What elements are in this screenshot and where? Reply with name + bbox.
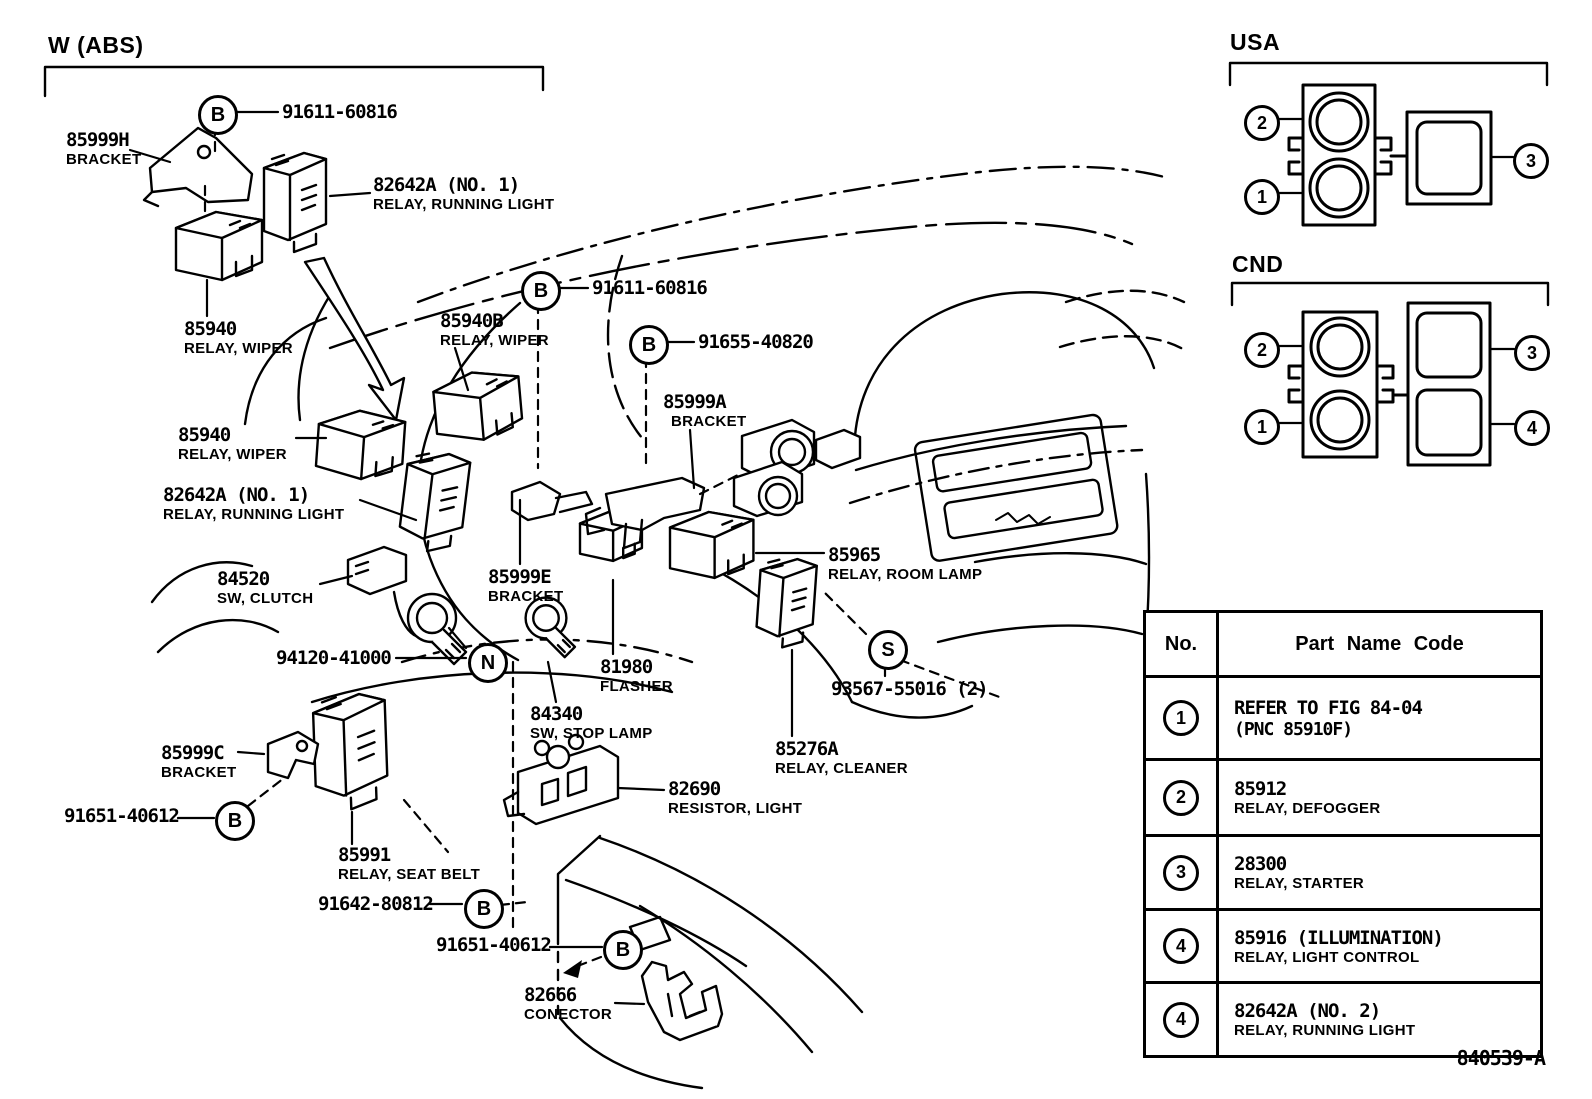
fastener-code-s: 93567-55016 (2) <box>831 678 989 700</box>
col-header-part-name-code: Part Name Code <box>1295 632 1464 655</box>
table-row: 1 REFER TO FIG 84-04(PNC 85910F) <box>1146 675 1540 758</box>
row-part-line2: RELAY, DEFOGGER <box>1234 800 1381 817</box>
fastener-symbol-n: N <box>468 643 508 683</box>
part-name-code-table: No. Part Name Code 1 REFER TO FIG 84-04(… <box>1143 610 1543 1058</box>
usa-pin-2: 2 <box>1244 105 1280 141</box>
row-part-line1: 85916 (ILLUMINATION) <box>1234 926 1444 949</box>
cnd-section-title: CND <box>1232 251 1284 277</box>
usa-connector-art <box>1289 85 1491 225</box>
fastener-code-b2: 91611-60816 <box>592 277 708 299</box>
col-header-no: No. <box>1146 613 1219 675</box>
relay-85276a-shape <box>754 555 819 651</box>
fastener-symbol-b3: B <box>629 325 669 365</box>
dashed-arrowhead <box>563 960 582 978</box>
relay-82642a-top-shape <box>262 151 328 254</box>
relay-85940-mid-shape <box>314 406 407 484</box>
usa-pin-3: 3 <box>1513 143 1549 179</box>
dashboard-outline <box>152 167 1188 1088</box>
knob-switches-shape <box>734 420 860 516</box>
usa-pin-1: 1 <box>1244 179 1280 215</box>
table-row: 4 85916 (ILLUMINATION)RELAY, LIGHT CONTR… <box>1146 908 1540 981</box>
row-number-2: 2 <box>1163 779 1199 816</box>
w-abs-bracket-line <box>45 67 543 96</box>
fastener-code-b5: 91642-80812 <box>318 893 434 915</box>
bracket-85999c-shape <box>268 732 318 778</box>
cnd-pin-1: 1 <box>1244 409 1280 445</box>
fastener-code-n: 94120-41000 <box>276 647 392 669</box>
row-part-line1: 85912 <box>1234 778 1287 800</box>
fastener-symbol-b2: B <box>521 271 561 311</box>
row-number-1: 1 <box>1163 700 1199 736</box>
relay-85991-shape <box>311 691 390 812</box>
bracket-85999e-shape <box>512 482 560 520</box>
connector-82666-shape <box>642 962 722 1040</box>
dashboard-vents <box>914 414 1118 562</box>
fastener-code-b1: 91611-60816 <box>282 101 398 123</box>
relay-85940b-shape <box>430 367 525 445</box>
relay-85965-shape <box>668 510 755 580</box>
bracket-85999h-shape <box>150 128 252 202</box>
bracket-85999a-shape <box>606 478 704 530</box>
relay-85940-top-shape <box>174 210 264 282</box>
fastener-code-b3: 91655-40820 <box>698 331 814 353</box>
row-part-line2: RELAY, RUNNING LIGHT <box>1234 1022 1416 1039</box>
resistor-82690-shape <box>504 735 618 824</box>
fastener-code-b4: 91651-40612 <box>64 805 180 827</box>
drawing-number: 840539-A <box>1456 1046 1546 1070</box>
pointer-arrow <box>305 258 404 420</box>
part-label-82642a-top: 82642A (NO. 1)RELAY, RUNNING LIGHT <box>373 174 555 213</box>
usa-bracket-line <box>1230 63 1547 85</box>
row-number-4b: 4 <box>1163 1001 1199 1038</box>
cnd-pin-2: 2 <box>1244 332 1280 368</box>
row-part-line1: 82642A (NO. 2) <box>1234 1000 1381 1022</box>
row-part-line2: (PNC 85910F) <box>1234 718 1353 740</box>
row-number-3: 3 <box>1163 854 1199 891</box>
fastener-dashed-lines <box>205 126 1002 967</box>
cnd-bracket-line <box>1232 283 1548 305</box>
part-shapes <box>144 128 860 1040</box>
row-part-line2: RELAY, LIGHT CONTROL <box>1234 948 1420 966</box>
fastener-symbol-b4: B <box>215 801 255 841</box>
cnd-pin-4: 4 <box>1514 410 1550 446</box>
row-number-4: 4 <box>1163 928 1199 964</box>
fastener-code-b6: 91651-40612 <box>436 934 552 956</box>
row-part-line2: RELAY, STARTER <box>1234 875 1365 892</box>
usa-section-title: USA <box>1230 29 1281 55</box>
fastener-symbol-b5: B <box>464 889 504 929</box>
region-label: W (ABS) <box>48 32 144 58</box>
table-header-row: No. Part Name Code <box>1146 613 1540 675</box>
fastener-symbol-b6: B <box>603 930 643 970</box>
fastener-symbol-b1: B <box>198 95 238 135</box>
row-part-line1: 28300 <box>1234 853 1287 875</box>
part-label-82642a-mid: 82642A (NO. 1)RELAY, RUNNING LIGHT <box>163 484 345 523</box>
row-part-line1: REFER TO FIG 84-04 <box>1234 696 1423 719</box>
cnd-pin-3: 3 <box>1514 335 1550 371</box>
fastener-symbol-s: S <box>868 630 908 670</box>
relay-82642a-mid-shape <box>396 448 473 557</box>
table-row: 4 82642A (NO. 2)RELAY, RUNNING LIGHT <box>1146 981 1540 1055</box>
leader-lines <box>130 112 1514 1004</box>
sw-84340-shape <box>524 596 576 659</box>
cnd-connector-art <box>1289 303 1490 465</box>
